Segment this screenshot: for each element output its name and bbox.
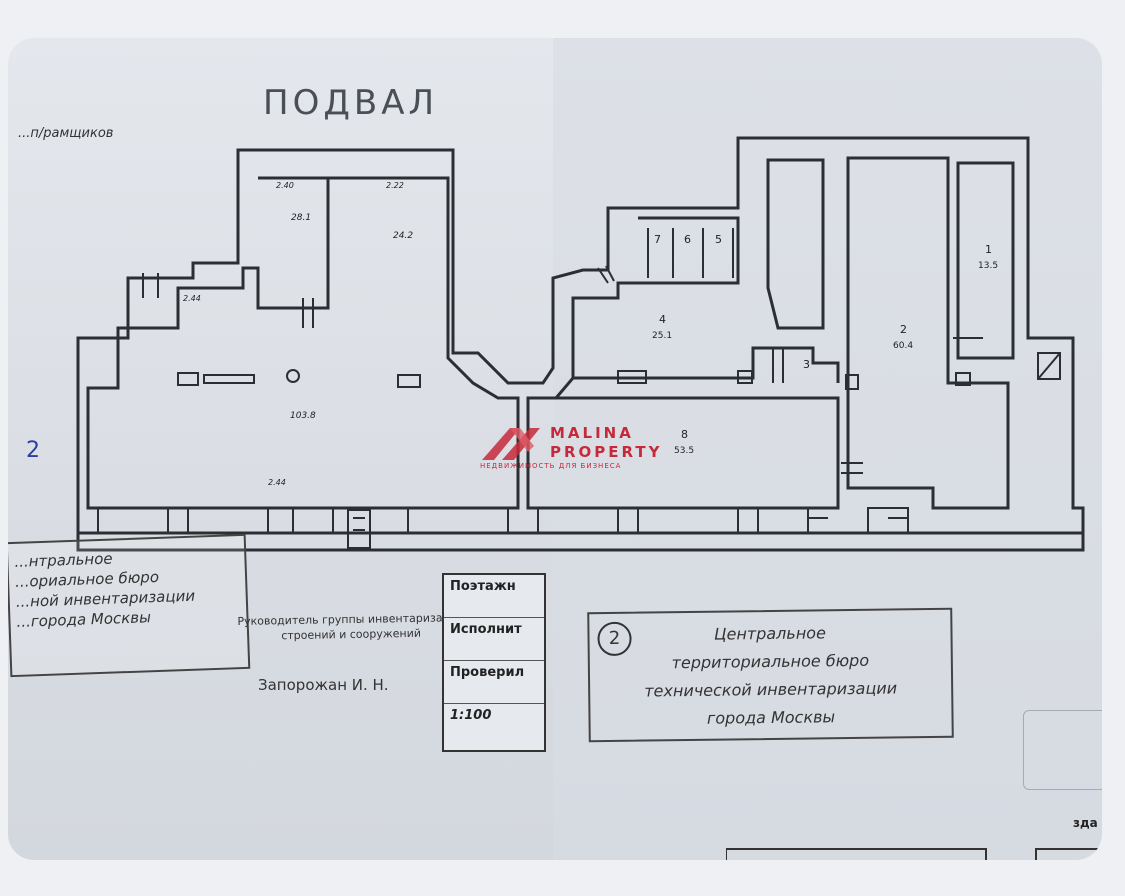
room-area-main: 103.8 [290, 411, 316, 421]
bti-stamp-left: ...нтральное ...ориальное бюро ...ной ин… [8, 533, 251, 678]
room-area-1: 13.5 [978, 261, 998, 271]
room-area-4: 25.1 [652, 331, 672, 341]
bti-stamp-right: 2 Центральное территориальное бюро техни… [587, 607, 954, 743]
stamp-right-line: территориальное бюро [671, 650, 870, 673]
signature-table: Поэтажн Исполнит Проверил 1:100 [442, 573, 546, 752]
outer-wall [76, 136, 1085, 552]
table-row: Проверил [444, 661, 544, 704]
room-area-2: 60.4 [893, 341, 913, 351]
room-label-6: 6 [684, 233, 691, 246]
svg-text:2.44: 2.44 [268, 478, 286, 487]
room-label-1: 1 [985, 243, 992, 256]
stamp-number: 2 [597, 621, 632, 657]
inner-wall-room1 [956, 161, 1015, 360]
faded-stamp-corner [1023, 710, 1102, 790]
malina-logo-icon [482, 428, 540, 460]
brand-tagline: НЕДВИЖИМОСТЬ ДЛЯ БИЗНЕСА [480, 462, 622, 470]
brand-name: MALINA PROPERTY [550, 424, 663, 461]
room-label-3: 3 [803, 358, 810, 371]
svg-text:2.22: 2.22 [386, 181, 404, 190]
stamp-right-line: Центральное [713, 623, 826, 644]
floor-plan-drawing: 7 6 5 4 25.1 3 2 60.4 1 13.5 8 53.5 103.… [76, 136, 1085, 552]
corner-label: зда [1073, 816, 1098, 830]
room-area-small: 28.1 [291, 213, 311, 223]
handwritten-note: ...п/рамщиков [18, 126, 114, 141]
table-row: Поэтажн [444, 575, 544, 618]
inner-wall-shaft [766, 158, 825, 330]
brand-watermark: MALINA PROPERTY НЕДВИЖИМОСТЬ ДЛЯ БИЗНЕСА [480, 420, 680, 480]
svg-text:2.44: 2.44 [183, 294, 201, 303]
head-of-group-name: Запорожан И. Н. [258, 676, 389, 694]
room-label-5: 5 [715, 233, 722, 246]
svg-text:2.40: 2.40 [276, 181, 294, 190]
inner-wall-room4 [573, 346, 840, 383]
stamp-right-line: технической инвентаризации [644, 678, 898, 701]
bottom-table-edge [726, 848, 1102, 860]
room-label-4: 4 [659, 313, 666, 326]
floor-plan-photo: 7 6 5 4 25.1 3 2 60.4 1 13.5 8 53.5 103.… [8, 38, 1102, 860]
room-label-8: 8 [681, 428, 688, 441]
sheet-number: 2 [26, 438, 40, 463]
inner-wall-room2 [846, 156, 1010, 510]
inner-wall-storage [554, 216, 740, 399]
room-area-8: 53.5 [674, 446, 694, 456]
room-label-7: 7 [654, 233, 661, 246]
room-area-9: 24.2 [393, 231, 413, 241]
paper-sheet-right [553, 38, 1102, 860]
table-row: Исполнит [444, 618, 544, 661]
inner-wall-room8 [526, 396, 840, 510]
plan-title: ПОДВАЛ [263, 83, 439, 123]
table-scale: 1:100 [450, 708, 492, 723]
inner-wall-left-block [86, 176, 520, 510]
inner-wall-corridor [258, 176, 330, 308]
stamp-right-line: города Москвы [706, 707, 836, 728]
head-of-group-note: Руководитель группы инвентаризации строе… [237, 611, 465, 643]
room-label-2: 2 [900, 323, 907, 336]
